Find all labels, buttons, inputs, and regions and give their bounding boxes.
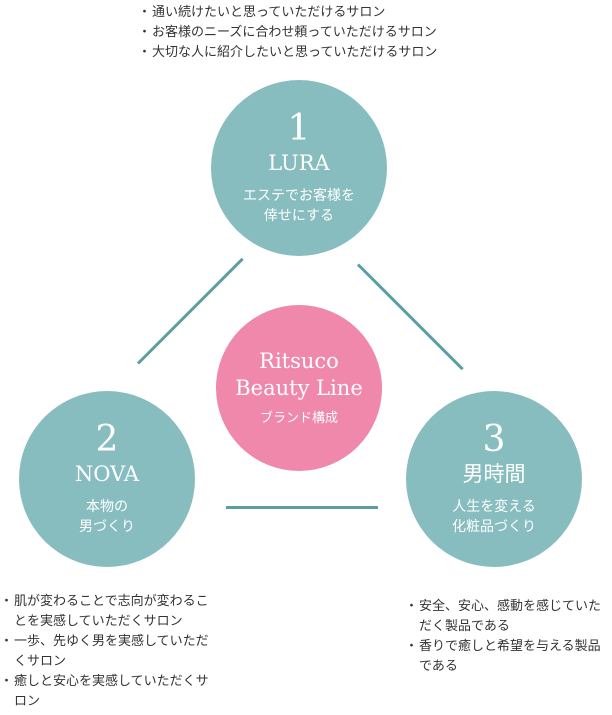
circle-description: エステでお客様を 倖せにする	[243, 188, 355, 224]
danjikan-notes: 安全、安心、感動を感じていただく製品である 香りで癒しと希望を与える製品である	[405, 597, 609, 677]
circle-description: 人生を変える 化粧品づくり	[452, 499, 536, 535]
circle-name: NOVA	[74, 462, 140, 486]
connector-nova-danjikan	[226, 506, 378, 509]
circle-name: 男時間	[462, 462, 526, 486]
note-item: 安全、安心、感動を感じていただく製品である	[405, 597, 609, 637]
circle-number: 3	[482, 419, 506, 460]
note-item: 通い続けたいと思っていただけるサロン	[138, 3, 482, 23]
center-subtitle: ブランド構成	[259, 411, 338, 426]
circle-name: LURA	[268, 151, 330, 175]
note-item: 癒しと安心を実感していただくサロン	[0, 672, 212, 712]
circle-number: 1	[287, 108, 311, 149]
nova-notes: 肌が変わることで志向が変わることを実感していただくサロン 一歩、先ゆく男を実感し…	[0, 592, 212, 712]
note-item: 香りで癒しと希望を与える製品である	[405, 637, 609, 677]
center-title: Ritsuco Beauty Line	[235, 349, 363, 400]
circle-number: 2	[95, 419, 119, 460]
lura-notes: 通い続けたいと思っていただけるサロン お客様のニーズに合わせ頼っていただけるサロ…	[138, 3, 482, 63]
note-item: お客様のニーズに合わせ頼っていただけるサロン	[138, 23, 482, 43]
note-item: 一歩、先ゆく男を実感していただくサロン	[0, 632, 212, 672]
circle-description: 本物の 男づくり	[79, 499, 135, 535]
brand-circle-nova: 2 NOVA 本物の 男づくり	[19, 391, 195, 567]
brand-circle-lura: 1 LURA エステでお客様を 倖せにする	[211, 80, 387, 256]
note-item: 大切な人に紹介したいと思っていただけるサロン	[138, 43, 482, 63]
note-item: 肌が変わることで志向が変わることを実感していただくサロン	[0, 592, 212, 632]
brand-circle-danjikan: 3 男時間 人生を変える 化粧品づくり	[406, 391, 582, 567]
brand-circle-center: Ritsuco Beauty Line ブランド構成	[216, 305, 382, 471]
